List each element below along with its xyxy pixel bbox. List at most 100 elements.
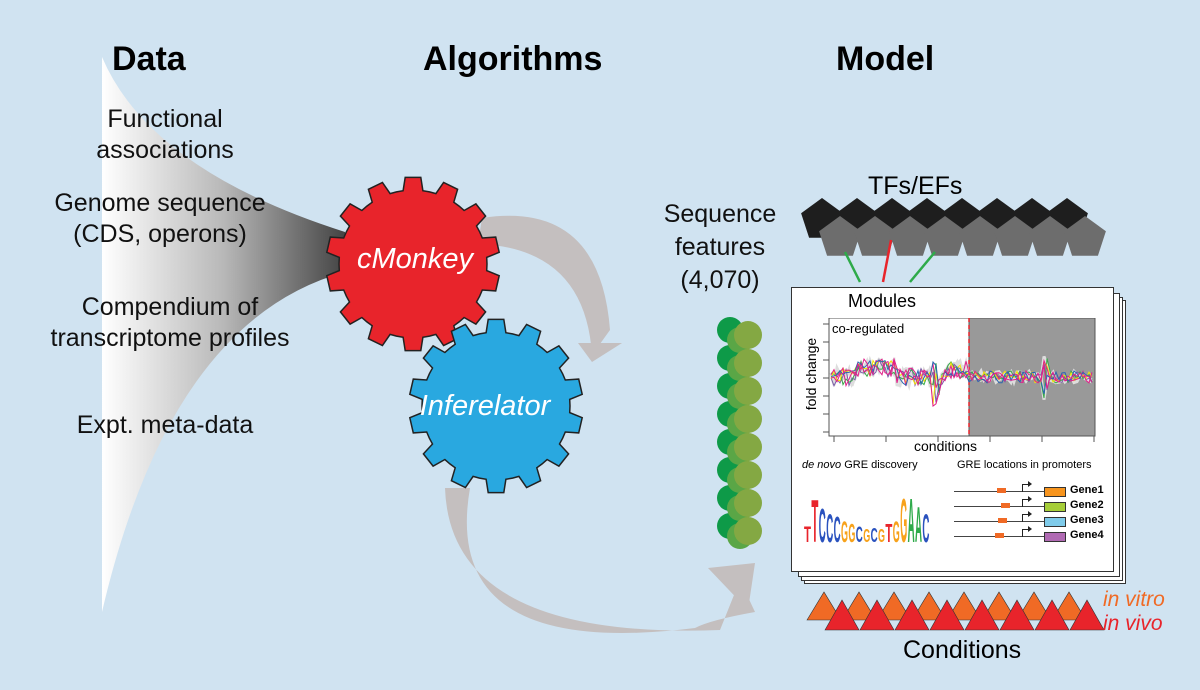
tfs-efs-label: TFs/EFs xyxy=(868,172,963,200)
sequence-feature-icon xyxy=(734,517,762,545)
label-line: Sequence xyxy=(663,200,777,228)
gene-promoter-row: Gene3 xyxy=(952,511,1112,528)
in-vitro-condition-icon xyxy=(876,591,912,621)
data-source-expt-metadata: Expt. meta-data xyxy=(50,410,280,441)
in-vitro-condition-icon xyxy=(981,591,1017,621)
motif-letter: A xyxy=(915,497,922,548)
ef-pentagon-icon xyxy=(1029,216,1071,256)
motif-letter: G xyxy=(841,516,848,548)
expression-trace xyxy=(830,357,1093,408)
motif-letter: C xyxy=(871,525,878,547)
gene-promoter-row: Gene1 xyxy=(952,481,1112,498)
motif-letter: A xyxy=(908,487,915,548)
in-vitro-condition-icon xyxy=(946,591,982,621)
sequence-feature-icon xyxy=(734,433,762,461)
data-source-line: (CDS, operons) xyxy=(73,220,247,248)
gear-label-cmonkey: cMonkey xyxy=(356,243,474,275)
gene-promoter-row: Gene4 xyxy=(952,526,1112,543)
data-source-genome-sequence: Genome sequence (CDS, operons) xyxy=(40,188,280,250)
ef-pentagon-icon xyxy=(854,216,896,256)
gre-site-icon xyxy=(995,533,1004,538)
in-vitro-label: in vitro xyxy=(1103,588,1165,611)
sequence-feature-icon xyxy=(734,405,762,433)
tss-arrowhead-icon xyxy=(1028,496,1032,502)
motif-letter: C xyxy=(922,507,929,548)
gre-site-icon xyxy=(998,518,1007,523)
motif-letter: G xyxy=(893,516,900,548)
sequence-feature-icon xyxy=(734,489,762,517)
tss-arrowhead-icon xyxy=(1028,481,1032,487)
tss-arrowhead-icon xyxy=(1028,511,1032,517)
header-algorithms: Algorithms xyxy=(423,40,603,78)
conditions-label: Conditions xyxy=(903,636,1022,664)
motif-letter: C xyxy=(856,522,863,547)
gene-box xyxy=(1044,487,1066,497)
in-vitro-condition-icon xyxy=(1051,591,1087,621)
ef-pentagon-icon xyxy=(924,216,966,256)
cycle-arrow-lower-head xyxy=(708,563,755,610)
header-model: Model xyxy=(836,40,935,78)
in-vitro-condition-icon xyxy=(806,591,842,621)
expression-trace xyxy=(830,358,1093,399)
in-vivo-condition-icon xyxy=(1034,599,1070,631)
data-source-line: Functional xyxy=(107,105,223,133)
data-source-line: associations xyxy=(96,136,234,164)
tf-edge-activator-2 xyxy=(909,251,936,283)
inferelator-gear-icon xyxy=(408,318,584,494)
gene-box xyxy=(1044,517,1066,527)
tss-arrow-icon xyxy=(1022,484,1029,492)
ef-pentagon-icon xyxy=(994,216,1036,256)
in-vivo-condition-icon xyxy=(1069,599,1105,631)
motif-letter: C xyxy=(834,509,841,548)
in-vivo-condition-icon xyxy=(999,599,1035,631)
sequence-feature-icon xyxy=(734,349,762,377)
gene-promoter-row: Gene2 xyxy=(952,496,1112,513)
in-vivo-label: in vivo xyxy=(1103,612,1163,635)
motif-letter: T xyxy=(885,518,892,548)
tf-edge-repressor xyxy=(881,239,893,283)
in-vivo-condition-icon xyxy=(929,599,965,631)
co-regulated-label: co-regulated xyxy=(832,321,905,336)
cycle-arrow-upper-head xyxy=(578,343,622,362)
data-source-line: Expt. meta-data xyxy=(76,411,254,439)
cycle-arrow-lower xyxy=(445,488,755,634)
gear-label-inferelator: Inferelator xyxy=(419,390,551,422)
in-vitro-condition-icon xyxy=(841,591,877,621)
motif-letter: G xyxy=(848,518,855,548)
sequence-feature-icon xyxy=(734,321,762,349)
ef-pentagon-icon xyxy=(819,216,861,256)
in-vivo-condition-icon xyxy=(964,599,1000,631)
promoter-diagram: Gene1 Gene2 Gene3 Gene4 xyxy=(952,480,1112,550)
gre-site-icon xyxy=(1001,503,1010,508)
tss-arrowhead-icon xyxy=(1028,526,1032,532)
motif-letter: C xyxy=(819,500,826,548)
motif-letter: G xyxy=(900,487,907,548)
gene-box xyxy=(1044,532,1066,542)
header-data: Data xyxy=(112,40,186,78)
gene-label: Gene1 xyxy=(1070,484,1104,496)
coexpression-plot xyxy=(823,318,1096,442)
gene-label: Gene2 xyxy=(1070,499,1104,511)
motif-letter: G xyxy=(878,526,885,546)
tss-arrow-icon xyxy=(1022,514,1029,522)
gene-label: Gene4 xyxy=(1070,529,1104,541)
modules-title: Modules xyxy=(848,291,917,311)
sequence-feature-icon xyxy=(734,461,762,489)
data-source-functional-associations: Functional associations xyxy=(70,104,260,166)
tss-arrow-icon xyxy=(1022,529,1029,537)
expression-trace xyxy=(830,359,1093,405)
ef-pentagon-icon xyxy=(959,216,1001,256)
in-vivo-condition-icon xyxy=(894,599,930,631)
motif-title-italic: de novo xyxy=(802,459,842,471)
motif-letter: G xyxy=(863,526,870,546)
in-vivo-condition-icon xyxy=(859,599,895,631)
label-line: (4,070) xyxy=(680,266,760,294)
module-card[interactable]: Modules fold change co-regulated conditi… xyxy=(791,287,1114,572)
sequence-features-label: Sequence features (4,070) xyxy=(650,198,790,297)
ef-pentagon-icon xyxy=(889,216,931,256)
motif-title: de novo GRE discovery xyxy=(802,459,918,471)
data-source-line: Genome sequence xyxy=(54,189,266,217)
tf-edge-activator-1 xyxy=(843,251,862,283)
